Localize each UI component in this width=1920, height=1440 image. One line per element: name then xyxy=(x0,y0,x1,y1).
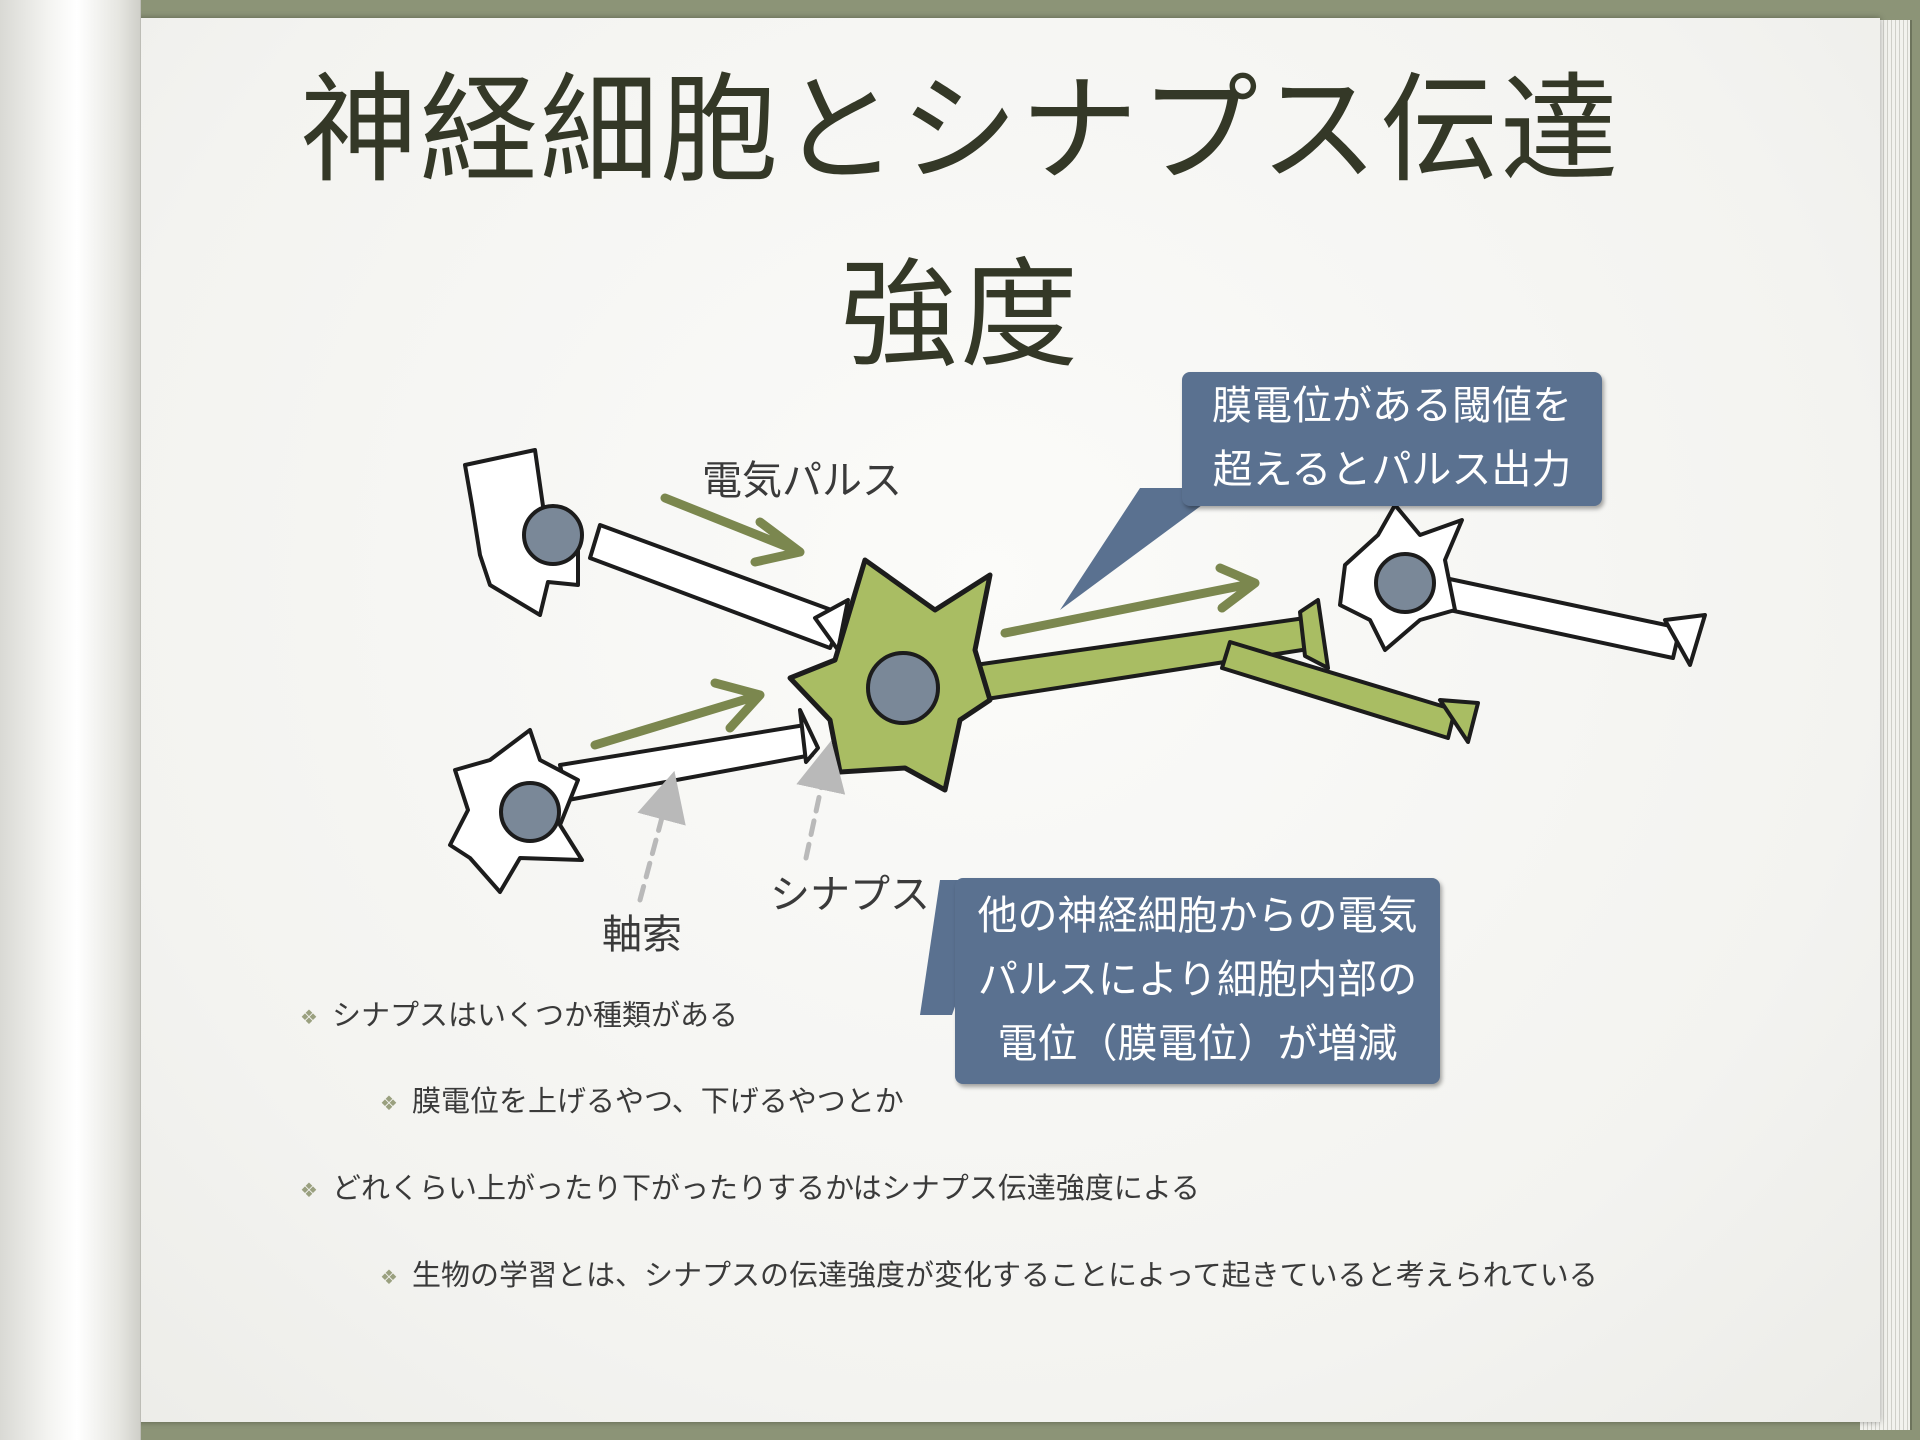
soma-top xyxy=(463,448,580,617)
central-nucleus xyxy=(866,651,940,725)
bullet-item: ❖ シナプスはいくつか種類がある xyxy=(300,992,738,1034)
synapse-pointer-arrow xyxy=(796,740,846,861)
bullet-text: 膜電位を上げるやつ、下げるやつとか xyxy=(411,1084,904,1118)
axon-right xyxy=(1438,576,1682,660)
pulse-arrow-bottom xyxy=(590,678,765,750)
slide-title-line-1: 神経細胞とシナプス伝達 xyxy=(299,61,1620,199)
presynaptic-neuron-bottom xyxy=(448,708,820,894)
axon-pointer-arrow xyxy=(637,770,686,903)
bullet-diamond-icon: ❖ xyxy=(300,1178,318,1202)
nucleus-right xyxy=(1374,552,1436,614)
callout-threshold-line-2: 超えるとパルス出力 xyxy=(1212,447,1572,493)
label-synapse: シナプス xyxy=(770,872,930,918)
nucleus-top xyxy=(522,504,584,566)
axon-bottom xyxy=(558,723,814,802)
bullet-text: どれくらい上がったり下がったりするかはシナプス伝達強度による xyxy=(331,1171,1200,1205)
bullet-item: ❖ どれくらい上がったり下がったりするかはシナプス伝達強度による xyxy=(300,1165,1200,1207)
bullet-item: ❖ 膜電位を上げるやつ、下げるやつとか xyxy=(380,1078,904,1120)
callout-threshold: 膜電位がある閾値を 超えるとパルス出力 xyxy=(1182,372,1602,506)
bullet-text: 生物の学習とは、シナプスの伝達強度が変化することによって起きていると考えられてい… xyxy=(411,1258,1598,1292)
pulse-arrow-output xyxy=(1000,563,1260,638)
axon-terminal-right xyxy=(1663,613,1707,667)
bullet-text: シナプスはいくつか種類がある xyxy=(331,998,738,1032)
callout-membrane-line-1: 他の神経細胞からの電気 xyxy=(977,893,1418,939)
book-gutter xyxy=(0,0,141,1440)
bullet-item: ❖ 生物の学習とは、シナプスの伝達強度が変化することによって起きていると考えられて… xyxy=(380,1252,1598,1294)
bullet-diamond-icon: ❖ xyxy=(300,1005,318,1029)
bullet-diamond-icon: ❖ xyxy=(380,1091,398,1115)
label-axon: 軸索 xyxy=(602,912,682,958)
nucleus-bottom xyxy=(499,781,561,843)
central-axon-lower xyxy=(1220,640,1457,740)
axon-top xyxy=(588,523,847,650)
postsynaptic-neuron-right xyxy=(1338,503,1707,667)
label-electric-pulse: 電気パルス xyxy=(702,458,902,504)
callout-tail-threshold xyxy=(1060,488,1225,610)
slide-page xyxy=(92,18,1880,1422)
callout-membrane-line-2: パルスにより細胞内部の xyxy=(977,957,1418,1003)
central-terminal-lower xyxy=(1438,698,1480,744)
slide-title-line-2: 強度 xyxy=(839,246,1080,384)
callout-membrane-line-3: 電位（膜電位）が増減 xyxy=(997,1021,1398,1067)
bullet-diamond-icon: ❖ xyxy=(380,1265,398,1289)
callout-threshold-line-1: 膜電位がある閾値を xyxy=(1212,383,1572,429)
central-terminal-upper xyxy=(1298,598,1330,670)
callout-membrane-potential: 他の神経細胞からの電気 パルスにより細胞内部の 電位（膜電位）が増減 xyxy=(955,878,1440,1084)
central-neuron xyxy=(787,557,1480,793)
pulse-arrow-top xyxy=(660,493,805,567)
presynaptic-neuron-top xyxy=(463,448,850,652)
